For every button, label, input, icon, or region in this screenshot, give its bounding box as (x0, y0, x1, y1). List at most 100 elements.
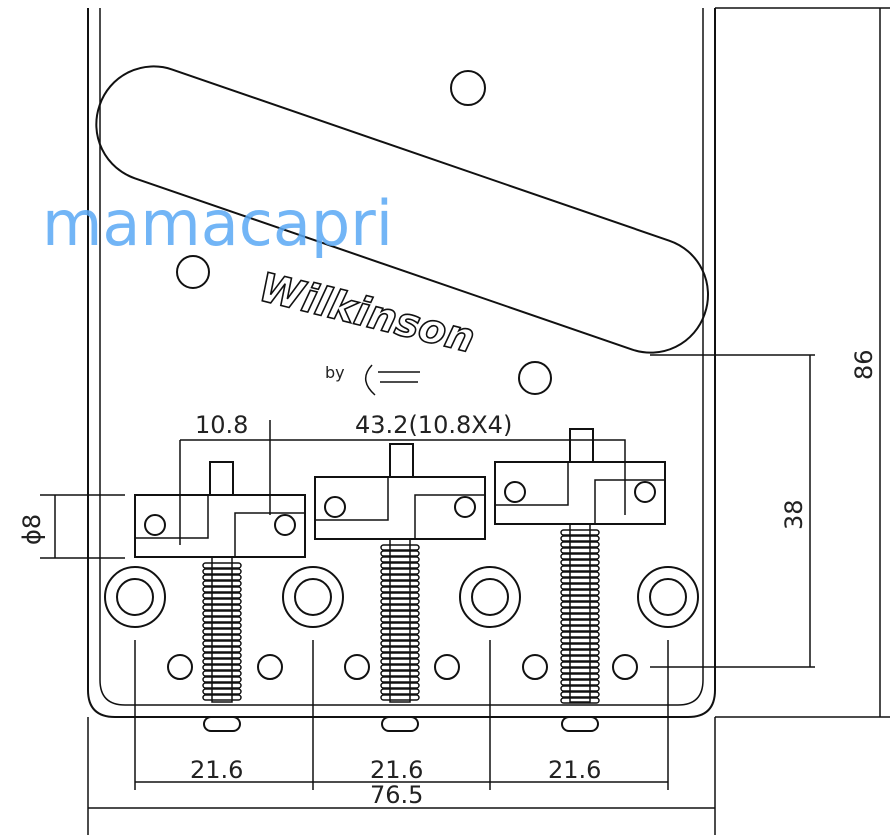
screw-thread (560, 583, 600, 590)
logo-text: Wilkinson (254, 265, 479, 363)
screw-thread (560, 535, 600, 542)
screw-thread (560, 589, 600, 596)
screw-thread (560, 547, 600, 554)
screw-thread (380, 544, 420, 551)
screw-thread (202, 574, 242, 581)
logo-by-text: by (325, 363, 345, 382)
saddle-tab (389, 443, 414, 478)
screw-thread (560, 667, 600, 674)
screw-thread (560, 607, 600, 614)
screw-thread (560, 571, 600, 578)
screw-thread (380, 652, 420, 659)
intonation-screw (274, 514, 296, 536)
screw-thread (380, 580, 420, 587)
screw-thread (560, 529, 600, 536)
mount-hole (176, 255, 210, 289)
screw-thread (380, 670, 420, 677)
dim-mount-spacing: 21.6 (370, 756, 423, 784)
string-ferrule-hole (637, 566, 699, 628)
dim-mount-spacing: 21.6 (190, 756, 243, 784)
small-mount-hole (612, 654, 638, 680)
intonation-screw (504, 481, 526, 503)
screw-thread (202, 694, 242, 701)
dim-screw-diameter: ϕ8 (18, 514, 46, 545)
dim-mount-spacing: 21.6 (548, 756, 601, 784)
screw-thread (380, 622, 420, 629)
string-ferrule-hole (104, 566, 166, 628)
screw-thread (380, 592, 420, 599)
dim-saddle-spacing: 10.8 (195, 411, 248, 439)
screw-thread (380, 604, 420, 611)
screw-thread (380, 634, 420, 641)
small-mount-hole (167, 654, 193, 680)
screw-thread (380, 658, 420, 665)
screw-thread (560, 685, 600, 692)
screw-thread (380, 640, 420, 647)
screw-thread (560, 619, 600, 626)
screw-thread (380, 646, 420, 653)
screw-thread (202, 676, 242, 683)
dimension-lines (40, 7, 890, 835)
screw-thread (560, 577, 600, 584)
saddle (314, 476, 486, 540)
screw-thread (560, 655, 600, 662)
dim-hole-to-edge: 38 (780, 499, 808, 530)
intonation-slot (561, 716, 599, 732)
dim-plate-length: 86 (850, 349, 878, 380)
screw-thread (202, 634, 242, 641)
screw-thread (202, 580, 242, 587)
screw-thread (202, 562, 242, 569)
string-ferrule-hole (282, 566, 344, 628)
wilkinson-logo: Wilkinson (254, 264, 480, 363)
screw-thread (380, 556, 420, 563)
screw-thread (380, 586, 420, 593)
string-ferrule-hole-inner (471, 578, 509, 616)
gotoh-logo-mark (365, 364, 420, 396)
screw-thread (202, 658, 242, 665)
screw-thread (202, 592, 242, 599)
string-ferrule-hole-inner (116, 578, 154, 616)
screw-thread (560, 559, 600, 566)
screw-thread (202, 664, 242, 671)
screw-thread (202, 610, 242, 617)
screw-thread (560, 661, 600, 668)
bridge-plate-inner-edge (99, 8, 704, 706)
intonation-screw (454, 496, 476, 518)
pickup-slot (95, 65, 709, 354)
intonation-slot (203, 716, 241, 732)
screw-thread (560, 643, 600, 650)
screw-thread (380, 628, 420, 635)
dim-total-spacing: 43.2(10.8X4) (355, 411, 512, 439)
saddle-step (495, 462, 665, 524)
saddle-tab (569, 428, 594, 463)
saddle-tab (209, 461, 234, 496)
intonation-screw (144, 514, 166, 536)
screw-thread (560, 541, 600, 548)
intonation-screw (324, 496, 346, 518)
screw-thread (380, 682, 420, 689)
mount-hole (450, 70, 486, 106)
screw-thread (202, 652, 242, 659)
screw-thread (380, 598, 420, 605)
screw-thread (560, 625, 600, 632)
screw-thread (380, 562, 420, 569)
screw-thread (202, 586, 242, 593)
screw-thread (380, 676, 420, 683)
screw-thread (202, 670, 242, 677)
screw-thread (560, 691, 600, 698)
saddle-step (315, 477, 485, 539)
screw-thread (202, 682, 242, 689)
screw-thread (380, 574, 420, 581)
screw-thread (202, 616, 242, 623)
screw-thread (202, 598, 242, 605)
screw-thread (380, 694, 420, 701)
screw-thread (202, 640, 242, 647)
screw-thread (202, 568, 242, 575)
screw-thread (380, 688, 420, 695)
screw-thread (380, 610, 420, 617)
watermark: mamacapri (42, 187, 393, 260)
screw-thread (560, 565, 600, 572)
screw-thread (560, 637, 600, 644)
screw-thread (202, 688, 242, 695)
